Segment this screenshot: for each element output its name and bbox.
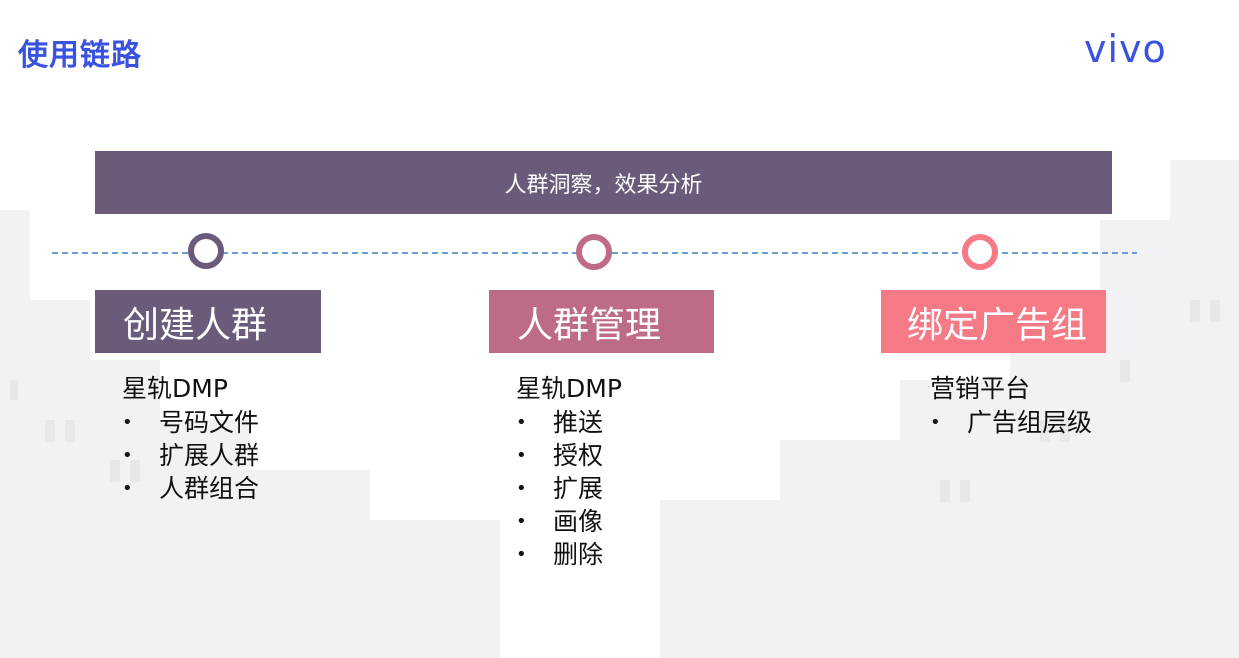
stage-2-source: 星轨DMP <box>516 374 622 403</box>
list-item: •删除 <box>516 540 604 569</box>
list-item: •扩展 <box>516 474 604 503</box>
list-item: •号码文件 <box>122 408 260 437</box>
list-item: •人群组合 <box>122 474 260 503</box>
bullet-icon: • <box>516 412 527 433</box>
bullet-icon: • <box>930 412 941 433</box>
bullet-icon: • <box>516 544 527 565</box>
timeline-node-3 <box>962 234 998 270</box>
vivo-logo: vivo <box>1084 27 1167 71</box>
bullet-icon: • <box>122 478 133 499</box>
stage-1-source: 星轨DMP <box>122 374 228 403</box>
stage-1-list: 星轨DMP •号码文件 •扩展人群 •人群组合 <box>122 371 259 505</box>
bullet-icon: • <box>516 445 527 466</box>
stage-3-source: 营销平台 <box>930 374 1031 403</box>
bullet-icon: • <box>516 511 527 532</box>
top-banner: 人群洞察，效果分析 <box>95 151 1112 214</box>
list-item: •画像 <box>516 507 604 536</box>
bullet-icon: • <box>122 412 133 433</box>
timeline-node-1 <box>188 233 224 269</box>
list-item: •广告组层级 <box>930 408 1093 437</box>
stage-3-list: 营销平台 •广告组层级 <box>930 371 1092 439</box>
list-item: •授权 <box>516 441 604 470</box>
page-title: 使用链路 <box>18 38 142 73</box>
stage-2-list: 星轨DMP •推送 •授权 •扩展 •画像 •删除 <box>516 371 622 571</box>
bullet-icon: • <box>516 478 527 499</box>
stage-box-create-audience: 创建人群 <box>95 290 321 353</box>
stage-box-bind-ad-group: 绑定广告组 <box>881 290 1106 353</box>
timeline-node-2 <box>576 234 612 270</box>
bullet-icon: • <box>122 445 133 466</box>
list-item: •扩展人群 <box>122 441 260 470</box>
timeline <box>52 233 1137 270</box>
list-item: •推送 <box>516 408 604 437</box>
stage-box-audience-management: 人群管理 <box>489 290 714 353</box>
